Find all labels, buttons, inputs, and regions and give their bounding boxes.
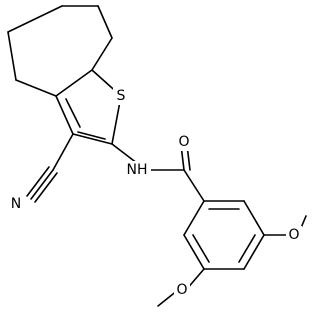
atom-label-carbonyl-o: O bbox=[176, 133, 192, 151]
methoxy-o-bottom-label: O bbox=[176, 282, 187, 298]
carbonyl-o-label: O bbox=[178, 134, 189, 150]
nitrile-group bbox=[26, 133, 74, 203]
thiophene-s-label: S bbox=[117, 88, 126, 104]
atom-label-methoxy-o-right: O bbox=[286, 226, 302, 244]
benzene-ring bbox=[183, 200, 265, 270]
nitrile-n-label: N bbox=[11, 196, 21, 212]
thiophene-ring bbox=[55, 69, 122, 145]
atom-label-thiophene-s: S bbox=[113, 87, 129, 105]
cycloheptane-ring bbox=[7, 5, 113, 97]
amide-nh-label: NH bbox=[127, 162, 148, 178]
atom-label-amide-nh: NH bbox=[123, 161, 151, 179]
molecule-diagram: N NH S O O O bbox=[7, 5, 307, 307]
atom-label-nitrile-n: N bbox=[8, 195, 24, 213]
methoxy-o-right-label: O bbox=[288, 227, 299, 243]
atom-label-methoxy-o-bottom: O bbox=[174, 281, 190, 299]
